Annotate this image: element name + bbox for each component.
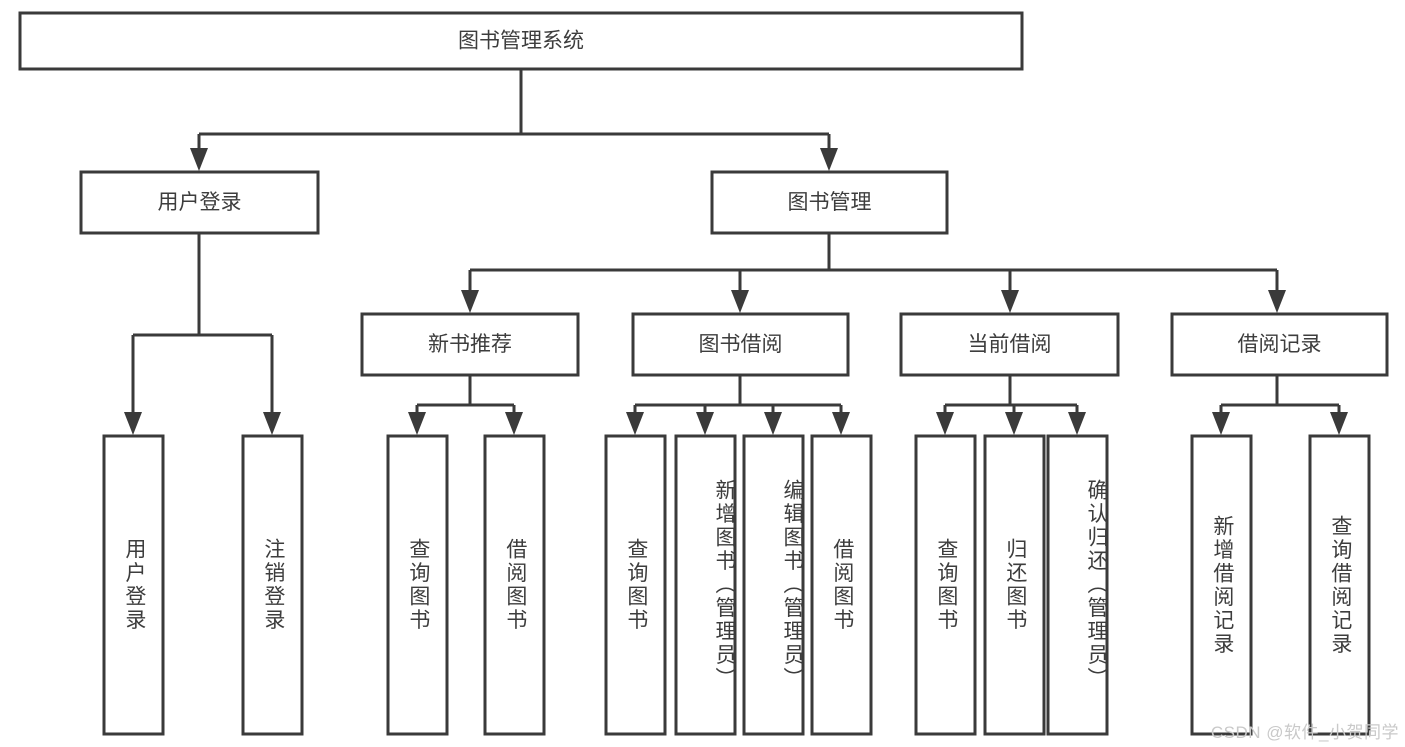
connector-current-borrow-to-leaves xyxy=(936,375,1086,435)
node-box xyxy=(983,434,1046,736)
arrow-head-icon xyxy=(1005,412,1023,435)
node-leaf-user-login[interactable] xyxy=(102,434,165,736)
node-leaf-confirm-return-admin[interactable] xyxy=(1046,434,1109,736)
node-leaf-add-borrow-record[interactable] xyxy=(1190,434,1253,736)
node-user-login[interactable]: 用户登录 xyxy=(79,170,320,235)
node-label: 当前借阅 xyxy=(968,333,1052,356)
connector-book-borrow-to-leaves xyxy=(626,375,850,435)
node-label: 图书管理 xyxy=(788,191,872,214)
arrow-head-icon xyxy=(626,412,644,435)
node-label: 新书推荐 xyxy=(428,333,512,356)
node-leaf-borrow-book-rec[interactable] xyxy=(483,434,546,736)
arrow-head-icon xyxy=(832,412,850,435)
node-box xyxy=(674,434,737,736)
node-new-book-recommend[interactable]: 新书推荐 xyxy=(360,312,580,377)
arrow-head-icon xyxy=(190,148,208,171)
node-box xyxy=(79,170,320,235)
arrow-head-icon xyxy=(820,148,838,171)
node-leaf-query-book-borrow[interactable] xyxy=(604,434,667,736)
arrow-head-icon xyxy=(1268,290,1286,313)
arrow-head-icon xyxy=(505,412,523,435)
node-box xyxy=(1170,312,1389,377)
node-box xyxy=(914,434,977,736)
connector-user-login-to-leaves xyxy=(124,233,281,435)
arrow-head-icon xyxy=(1001,290,1019,313)
arrow-head-icon xyxy=(696,412,714,435)
node-borrow-record[interactable]: 借阅记录 xyxy=(1170,312,1389,377)
watermark-text: CSDN @软件_小贺同学 xyxy=(1210,723,1399,742)
arrow-head-icon xyxy=(764,412,782,435)
arrow-head-icon xyxy=(936,412,954,435)
arrow-head-icon xyxy=(1330,412,1348,435)
node-label: 图书管理系统 xyxy=(458,30,584,53)
node-box xyxy=(18,11,1024,71)
node-box xyxy=(604,434,667,736)
node-box xyxy=(742,434,805,736)
node-box xyxy=(483,434,546,736)
node-label: 借阅记录 xyxy=(1238,333,1322,356)
node-leaf-query-book-rec[interactable] xyxy=(386,434,449,736)
arrow-head-icon xyxy=(731,290,749,313)
node-box xyxy=(1190,434,1253,736)
node-label: 用户登录 xyxy=(158,191,242,214)
connector-root-to-level2 xyxy=(190,69,838,171)
node-leaf-return-book[interactable] xyxy=(983,434,1046,736)
node-box xyxy=(631,312,850,377)
arrow-head-icon xyxy=(408,412,426,435)
node-leaf-edit-book-admin[interactable] xyxy=(742,434,805,736)
connector-book-manage-to-level3 xyxy=(461,233,1286,313)
node-box xyxy=(899,312,1120,377)
node-box xyxy=(1308,434,1371,736)
node-leaf-logout-login[interactable] xyxy=(241,434,304,736)
arrow-head-icon xyxy=(263,412,281,435)
node-book-borrow[interactable]: 图书借阅 xyxy=(631,312,850,377)
node-box xyxy=(241,434,304,736)
node-leaf-query-book-current[interactable] xyxy=(914,434,977,736)
node-box xyxy=(710,170,949,235)
arrow-head-icon xyxy=(1068,412,1086,435)
node-label: 图书借阅 xyxy=(699,333,783,356)
node-box xyxy=(1046,434,1109,736)
connector-new-book-to-leaves xyxy=(408,375,523,435)
node-leaf-query-borrow-record[interactable] xyxy=(1308,434,1371,736)
node-book-manage[interactable]: 图书管理 xyxy=(710,170,949,235)
node-box xyxy=(386,434,449,736)
node-current-borrow[interactable]: 当前借阅 xyxy=(899,312,1120,377)
arrow-head-icon xyxy=(124,412,142,435)
node-box xyxy=(810,434,873,736)
connector-borrow-record-to-leaves xyxy=(1212,375,1348,435)
arrow-head-icon xyxy=(461,290,479,313)
node-root[interactable]: 图书管理系统 xyxy=(18,11,1024,71)
node-box xyxy=(102,434,165,736)
arrow-head-icon xyxy=(1212,412,1230,435)
node-leaf-borrow-book[interactable] xyxy=(810,434,873,736)
node-leaf-add-book-admin[interactable] xyxy=(674,434,737,736)
node-box xyxy=(360,312,580,377)
